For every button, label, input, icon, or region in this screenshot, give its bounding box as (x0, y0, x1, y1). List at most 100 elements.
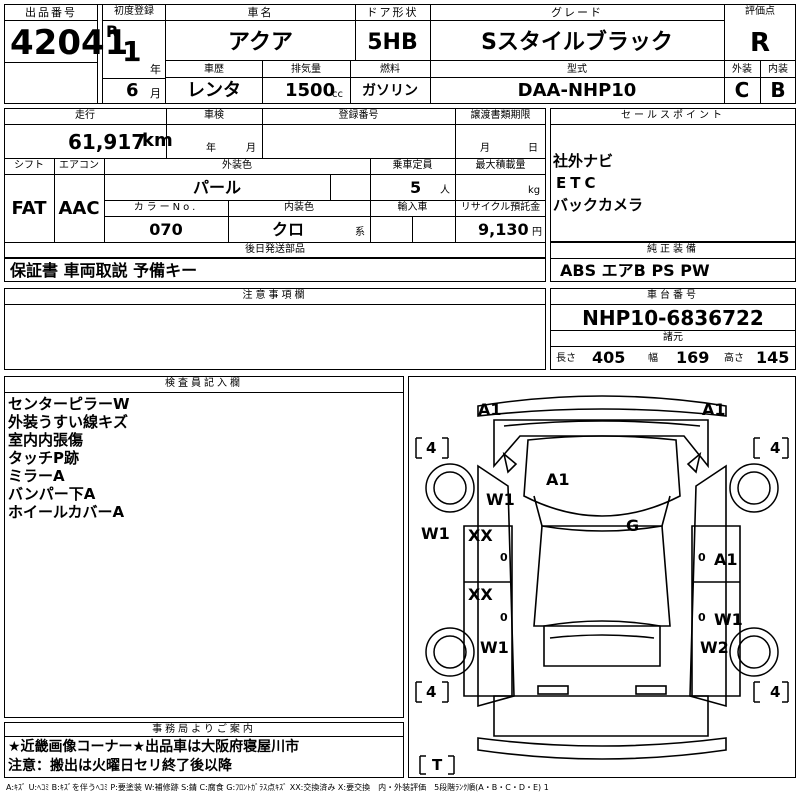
fuel: ガソリン (362, 83, 418, 99)
wheel-rear-right (729, 627, 779, 677)
shift-label: シフト (14, 160, 44, 171)
damage-mark: XX (468, 585, 493, 604)
int-score-label: 内装 (768, 64, 788, 75)
history-label: 車歴 (204, 64, 224, 75)
recycle: 9,130 (478, 220, 529, 239)
later-box (4, 242, 546, 282)
capacity-unit: 人 (440, 185, 450, 196)
history: レンタ (187, 80, 241, 101)
rear-bumper-shape (477, 737, 727, 760)
later-label: 後日発送部品 (245, 244, 305, 255)
transfer-month-unit: 月 (480, 143, 490, 154)
mileage-label: 走行 (75, 110, 95, 121)
capacity: 5 (410, 178, 422, 197)
capacity-label: 乗車定員 (392, 160, 433, 171)
first-reg-era: R (106, 22, 119, 41)
sales-label: セールスポイント (621, 110, 725, 121)
damage-mark: W1 (714, 610, 743, 629)
chassis-box (550, 288, 796, 370)
first-reg-month: 6 (126, 80, 139, 101)
mileage: 61,917 (68, 130, 146, 154)
score: R (749, 28, 771, 58)
notes-label: 注意事項欄 (242, 290, 308, 301)
tire-mark: 4 (770, 683, 781, 701)
displacement-label: 排気量 (291, 64, 321, 75)
damage-mark: W2 (700, 638, 729, 657)
lot-box (4, 4, 98, 104)
door-label: ドア形状 (366, 6, 419, 19)
inspection-year-unit: 年 (206, 143, 216, 154)
tire-mark: T (432, 756, 443, 774)
first-reg-box (102, 4, 166, 104)
office-line: 注意：搬出は火曜日セリ終了後以降 (8, 758, 232, 774)
length-label: 長さ (556, 353, 576, 364)
inspector-lines: センターピラーW 外装うすい線キズ 室内内張傷 タッチP跡 ミラーA バンパー下… (8, 395, 130, 521)
zero-mark: 0 (500, 551, 508, 564)
sales-item: 社外ナビ (553, 152, 614, 170)
car-diagram (415, 395, 789, 775)
damage-mark: W1 (486, 490, 515, 509)
width: 169 (676, 348, 710, 367)
chassis-number: NHP10-6836722 (582, 306, 764, 330)
displacement: 1500 (285, 80, 336, 101)
max-load-unit: kg (528, 185, 541, 196)
right-side-shape (689, 464, 727, 708)
zero-mark: 0 (698, 551, 706, 564)
first-reg-label: 初度登録 (114, 6, 154, 17)
first-reg-year: 1 (122, 35, 142, 68)
displacement-unit: cc (332, 89, 343, 100)
tire-mark: 4 (426, 683, 437, 701)
front-bumper-shape (477, 395, 727, 417)
office-label: 事務局よりご案内 (152, 724, 256, 735)
int-color-label: 内装色 (284, 202, 314, 213)
import-label: 輸入車 (397, 202, 428, 213)
height-label: 高さ (724, 353, 744, 364)
standard-box (550, 242, 796, 282)
recycle-label: リサイクル預託金 (460, 202, 541, 213)
model: DAA-NHP10 (517, 80, 637, 101)
first-reg-year-unit: 年 (150, 63, 161, 76)
damage-mark: A1 (546, 470, 570, 489)
wheel-front-right (729, 463, 779, 513)
office-box (4, 722, 404, 778)
aircon-label: エアコン (59, 160, 99, 171)
damage-mark: A1 (478, 400, 502, 419)
notes-box (4, 288, 546, 370)
lot-number: 42041 (10, 23, 129, 63)
later-parts: 保証書 車両取説 予備キー (10, 261, 198, 280)
office-line: ★近畿画像コーナー★出品車は大阪府寝屋川市 (8, 739, 300, 755)
damage-mark: W1 (480, 638, 509, 657)
dims-label: 諸元 (663, 332, 683, 343)
roof-shape (523, 435, 681, 517)
inspector-line: センターピラーW (8, 395, 130, 413)
legend: A:ｷｽﾞ U:ﾍｺﾐ B:ｷｽﾞを伴うﾍｺﾐ P:要塗装 W:補修跡 S:錆 … (6, 783, 549, 792)
standard-equip: ABS エアB PS PW (560, 261, 710, 280)
mileage-unit: km (142, 130, 173, 151)
model-label: 型式 (567, 64, 587, 75)
grade-label: グレード (551, 6, 603, 19)
damage-mark: A1 (714, 550, 738, 569)
wheel-rear-left (425, 627, 475, 677)
length: 405 (592, 348, 626, 367)
inspector-line: ホイールカバーA (8, 503, 125, 521)
transfer-day-unit: 日 (528, 143, 538, 154)
zero-mark: 0 (500, 611, 508, 624)
transfer-label: 譲渡書類期限 (470, 110, 531, 121)
inspection-month-unit: 月 (246, 143, 256, 154)
registration-label: 登録番号 (338, 110, 379, 121)
inspector-line: 室内内張傷 (8, 431, 84, 449)
spec-section (4, 108, 546, 258)
max-load-label: 最大積載量 (475, 160, 526, 171)
sales-item: ETC (556, 174, 600, 192)
zero-mark: 0 (698, 611, 706, 624)
lot-label: 出品番号 (25, 6, 77, 19)
ext-score: C (734, 78, 750, 102)
rear-body-shape (493, 695, 709, 737)
width-label: 幅 (648, 353, 658, 364)
inspection-label: 車検 (204, 110, 224, 121)
int-score: B (770, 78, 786, 102)
fuel-label: 燃料 (380, 64, 400, 75)
recycle-unit: 円 (532, 227, 542, 238)
inspector-line: バンパー下A (8, 485, 96, 503)
sales-box (550, 108, 796, 242)
